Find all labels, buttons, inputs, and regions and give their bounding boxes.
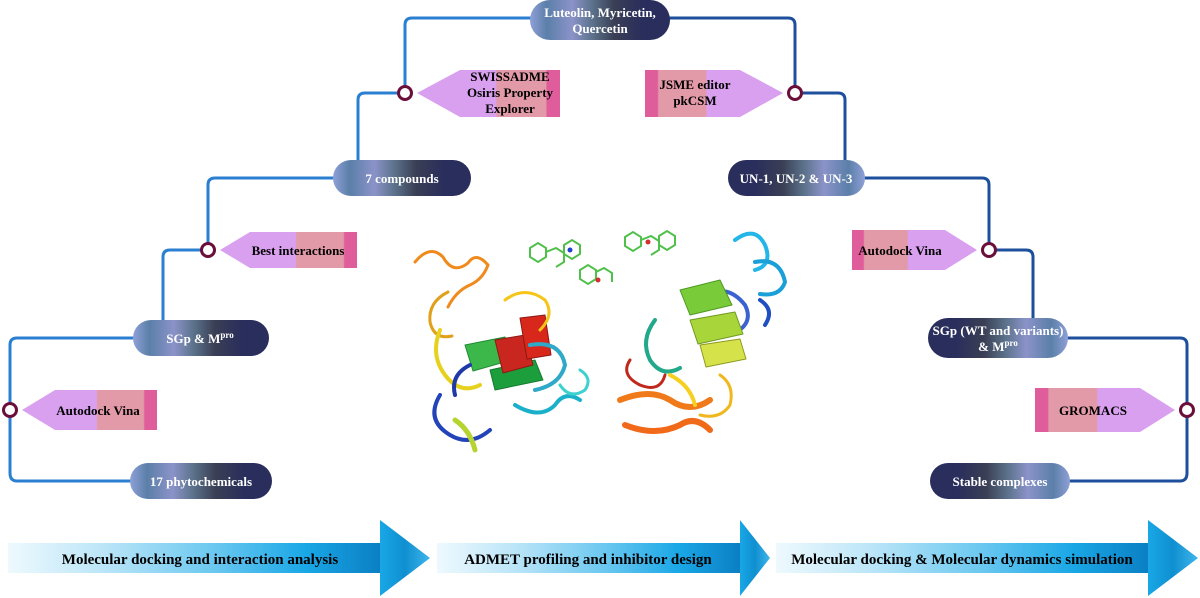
junction-marker bbox=[2, 402, 18, 418]
node-17-phytochemicals-label: 17 phytochemicals bbox=[150, 474, 252, 489]
stage-arrow-2: ADMET profiling and inhibitor design bbox=[437, 520, 770, 596]
junction-marker bbox=[787, 85, 803, 101]
protein-structure-right-image bbox=[617, 231, 787, 434]
stage-arrow-1-label: Molecular docking and interaction analys… bbox=[62, 552, 339, 568]
node-sgp-wt-line2: & Mpro bbox=[978, 338, 1018, 354]
junction-marker bbox=[981, 242, 997, 258]
node-17-phytochemicals: 17 phytochemicals bbox=[130, 463, 272, 499]
tool-tag-autodock-left-label: Autodock Vina bbox=[56, 403, 140, 418]
node-sgp-wt-line1: SGp (WT and variants) bbox=[933, 323, 1064, 338]
node-flavonoids-line1: Luteolin, Myricetin, bbox=[544, 5, 656, 20]
tool-tag-autodock-right: Autodock Vina bbox=[852, 230, 977, 270]
stage-arrow-1: Molecular docking and interaction analys… bbox=[8, 520, 430, 596]
tool-tag-jsme: JSME editor pkCSM bbox=[645, 70, 783, 117]
stage-arrow-2-label: ADMET profiling and inhibitor design bbox=[464, 552, 712, 568]
tool-tag-autodock-left: Autodock Vina bbox=[22, 390, 157, 430]
tool-tag-best-interactions-label: Best interactions bbox=[252, 243, 345, 258]
node-sgp-wt-mpro: SGp (WT and variants) & Mpro bbox=[928, 318, 1068, 358]
node-sgp-mpro-label: SGp & Mpro bbox=[166, 330, 234, 346]
node-7-compounds: 7 compounds bbox=[333, 160, 471, 196]
node-un: UN-1, UN-2 & UN-3 bbox=[728, 160, 865, 196]
tool-tag-gromacs: GROMACS bbox=[1035, 388, 1175, 432]
tool-tag-jsme-line1: JSME editor bbox=[659, 77, 730, 92]
protein-structure-left-image bbox=[413, 250, 590, 453]
node-un-label: UN-1, UN-2 & UN-3 bbox=[740, 171, 853, 186]
node-7-compounds-label: 7 compounds bbox=[365, 171, 438, 186]
tool-tag-swissadme-line3: Explorer bbox=[485, 101, 535, 116]
junction-marker bbox=[200, 242, 216, 258]
junction-marker bbox=[397, 85, 413, 101]
tool-tag-swissadme-line2: Osiris Property bbox=[467, 85, 554, 100]
node-sgp-mpro: SGp & Mpro bbox=[133, 320, 269, 356]
tool-tag-swissadme: SWISSADME Osiris Property Explorer bbox=[417, 69, 560, 117]
ligand-molecules-image bbox=[529, 229, 676, 286]
junction-markers bbox=[2, 85, 1195, 418]
junction-marker bbox=[1179, 402, 1195, 418]
tool-tag-jsme-line2: pkCSM bbox=[673, 93, 716, 108]
node-stable-complexes-label: Stable complexes bbox=[953, 474, 1048, 489]
node-flavonoids: Luteolin, Myricetin, Quercetin bbox=[530, 0, 670, 40]
connectors-right bbox=[668, 16, 1189, 483]
tool-tag-best-interactions: Best interactions bbox=[220, 232, 357, 268]
connectors-left bbox=[8, 16, 532, 483]
stage-arrow-3: Molecular docking & Molecular dynamics s… bbox=[776, 520, 1198, 596]
node-stable-complexes: Stable complexes bbox=[930, 463, 1070, 499]
tool-tag-autodock-right-label: Autodock Vina bbox=[858, 243, 942, 258]
tool-tag-gromacs-label: GROMACS bbox=[1059, 403, 1127, 418]
tool-tag-swissadme-line1: SWISSADME bbox=[470, 69, 549, 84]
stage-arrow-3-label: Molecular docking & Molecular dynamics s… bbox=[791, 552, 1133, 568]
node-flavonoids-line2: Quercetin bbox=[572, 21, 628, 36]
